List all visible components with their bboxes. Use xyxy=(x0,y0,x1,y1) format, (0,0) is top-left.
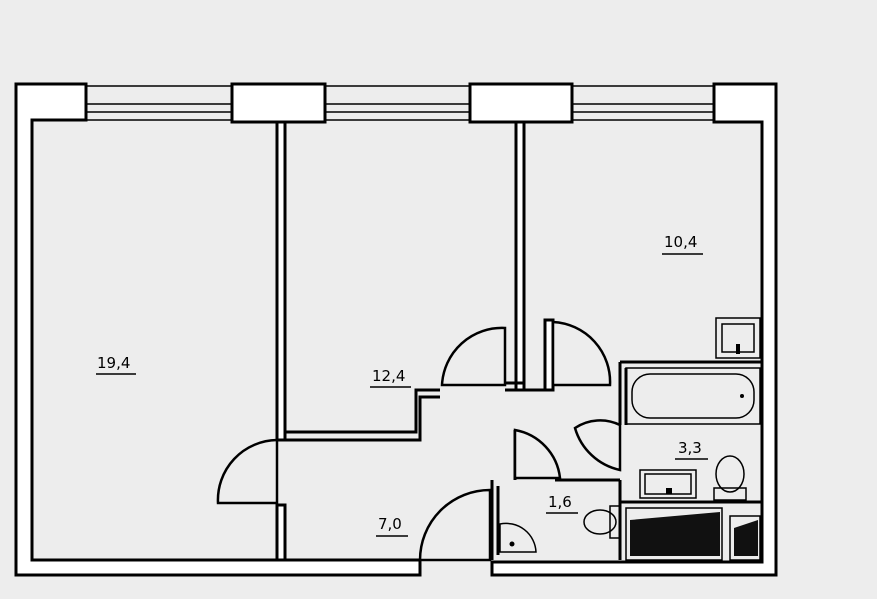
bedroom-area: 12,4 xyxy=(372,367,405,385)
bathroom-door[interactable] xyxy=(573,419,622,472)
outer-walls xyxy=(14,82,778,577)
bathroom-toilet-icon xyxy=(713,455,747,501)
living-room-area: 19,4 xyxy=(97,354,130,372)
doors xyxy=(216,320,622,562)
toilet-door[interactable] xyxy=(513,428,562,480)
windows xyxy=(85,85,715,121)
entrance-door[interactable] xyxy=(418,488,492,562)
washing-machine-icon xyxy=(625,507,723,561)
toilet-area: 1,6 xyxy=(548,493,572,511)
kitchen-area: 10,4 xyxy=(664,233,697,251)
hallway-area: 7,0 xyxy=(378,515,402,533)
kitchen-sink-icon xyxy=(715,317,761,359)
fixtures xyxy=(499,317,761,561)
bathroom-area: 3,3 xyxy=(678,439,702,457)
kitchen-door[interactable] xyxy=(551,320,612,387)
bathtub-icon xyxy=(625,367,761,425)
toilet-icon xyxy=(583,505,621,539)
corner-sink-icon xyxy=(499,522,537,553)
living-room-door[interactable] xyxy=(216,438,279,505)
bathroom-sink-icon xyxy=(639,469,697,499)
interior-walls xyxy=(275,120,762,562)
room-labels: 19,4 12,4 10,4 3,3 1,6 7,0 xyxy=(96,233,708,537)
bedroom-door[interactable] xyxy=(440,326,507,387)
boiler-icon xyxy=(729,515,761,561)
